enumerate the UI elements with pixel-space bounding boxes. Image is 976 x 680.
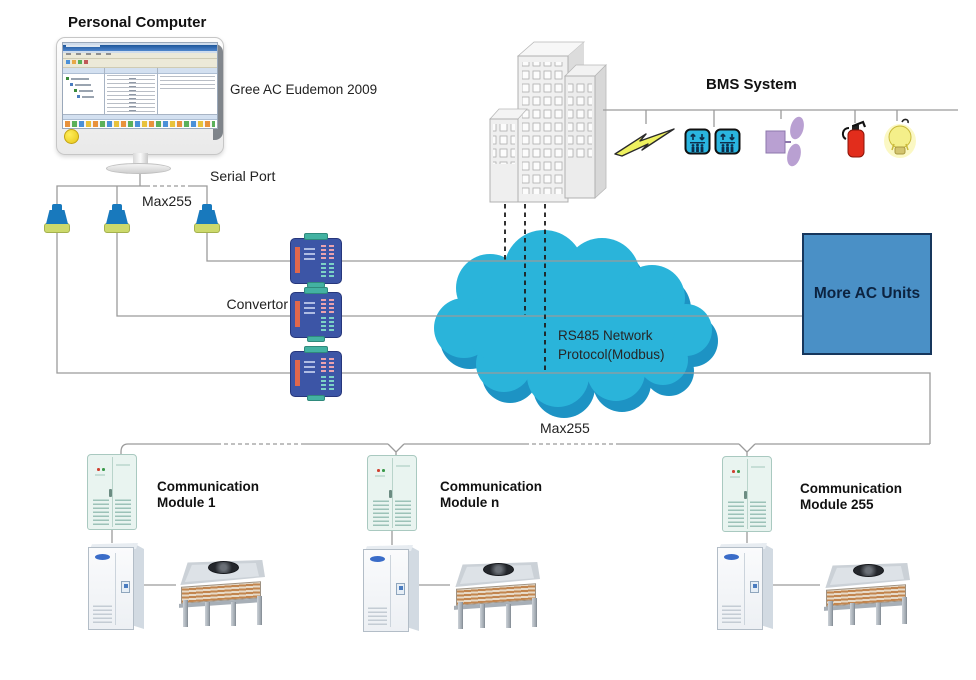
- connector-body: [196, 210, 218, 224]
- rs485-protocol-label: RS485 Network Protocol(Modbus): [558, 326, 718, 364]
- fire-extinguisher-icon: [841, 120, 867, 158]
- outdoor-ac-unit-1: [175, 560, 265, 628]
- connector-plate: [44, 223, 70, 233]
- outdoor-ac-unit-n: [450, 562, 540, 630]
- outdoor-ac-unit-255: [820, 563, 910, 631]
- rs485-converter-3: [290, 346, 342, 401]
- serial-connector-1: [44, 204, 70, 234]
- pc-screen-software-window: [62, 42, 218, 129]
- convertor-label: Convertor: [226, 296, 288, 312]
- elevator-icon: [684, 128, 711, 155]
- monitor-stand-neck: [133, 153, 148, 164]
- connector-plug: [52, 204, 62, 211]
- module-1-label: Communication Module 1: [157, 479, 259, 511]
- pc-title-label: Personal Computer: [68, 14, 207, 31]
- elevator-icon: [714, 128, 741, 155]
- connector-plate: [194, 223, 220, 233]
- module-255-label: Communication Module 255: [800, 481, 902, 513]
- software-status-bar: [63, 128, 217, 129]
- connector-plug: [202, 204, 212, 211]
- module-1-label-line2: Module 1: [157, 495, 216, 510]
- serial-connector-3: [194, 204, 220, 234]
- connector-body: [106, 210, 128, 224]
- communication-module-1-device: [87, 454, 137, 530]
- monitor-stand-base: [106, 163, 171, 174]
- rs485-line2: Protocol(Modbus): [558, 347, 665, 362]
- connector-plate: [104, 223, 130, 233]
- ventilation-fan-icon: [765, 116, 804, 167]
- software-tree-panel: [63, 68, 106, 114]
- communication-module-255-device: [722, 456, 772, 532]
- module-255-label-line2: Module 255: [800, 497, 874, 512]
- software-panels: [63, 68, 217, 114]
- communication-module-n-device: [367, 455, 417, 531]
- software-menu-bar: [63, 52, 217, 59]
- power-lightning-icon: [614, 128, 675, 157]
- outdoor-fan: [853, 564, 884, 577]
- bms-system-label: BMS System: [706, 76, 797, 93]
- rs485-converter-1: [290, 233, 342, 288]
- module-1-label-line1: Communication: [157, 479, 260, 494]
- module-n-label: Communication Module n: [440, 479, 542, 511]
- outdoor-fan: [483, 563, 514, 576]
- monitor-bezel-shade: [213, 44, 223, 140]
- module-n-label-line1: Communication: [440, 479, 543, 494]
- software-table-panel: [157, 68, 217, 114]
- more-ac-units-label: More AC Units: [813, 285, 921, 302]
- office-building-graphic: [489, 41, 607, 203]
- rs485-network-cloud: [434, 230, 718, 418]
- max255-bus-label: Max255: [540, 420, 590, 436]
- software-list-panel: [105, 68, 158, 114]
- connector-plug: [112, 204, 122, 211]
- max255-serial-label: Max255: [142, 193, 192, 209]
- rs485-converter-2: [290, 287, 342, 342]
- serial-port-label: Serial Port: [210, 168, 276, 184]
- module-255-label-line1: Communication: [800, 481, 903, 496]
- indoor-ac-cabinet-1: [88, 543, 144, 630]
- software-toolbar: [63, 58, 217, 68]
- lighting-bulb-icon: [884, 118, 916, 158]
- monitor-power-button: [64, 129, 79, 144]
- software-name-label: Gree AC Eudemon 2009: [230, 82, 378, 97]
- indoor-ac-cabinet-255: [717, 543, 773, 630]
- software-title-bar: [63, 45, 217, 51]
- outdoor-fan: [208, 561, 239, 574]
- indoor-ac-cabinet-n: [363, 545, 419, 632]
- rs485-line1: RS485 Network: [558, 328, 653, 343]
- connector-body: [46, 210, 68, 224]
- serial-connector-2: [104, 204, 130, 234]
- more-ac-units-box: More AC Units: [802, 233, 932, 355]
- module-n-label-line2: Module n: [440, 495, 500, 510]
- software-bottom-table: [63, 114, 217, 128]
